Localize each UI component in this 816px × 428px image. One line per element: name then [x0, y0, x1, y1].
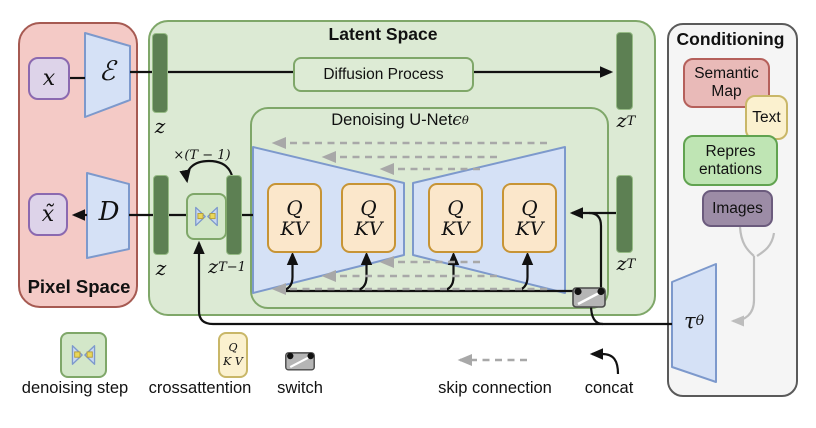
switch-legend-icon — [284, 347, 316, 373]
crossattention-block-1: Q KV — [267, 183, 322, 253]
kv-label: KV — [280, 217, 309, 240]
z-bar-bottom — [153, 175, 169, 255]
q-label: Q — [286, 195, 303, 220]
latent-space-title: Latent Space — [328, 24, 438, 44]
kv-label: KV — [354, 217, 383, 240]
zTminus1-bar — [226, 175, 242, 255]
zT-right-sub: T — [626, 256, 636, 272]
bowtie-icon — [195, 206, 218, 227]
z-label-bottom: z — [155, 256, 167, 280]
legend-concat: concat — [584, 379, 634, 397]
legend-q: Q — [228, 341, 238, 355]
zT-bar-right — [616, 175, 633, 253]
input-x-box: x — [28, 57, 70, 100]
kv-label: KV — [515, 217, 544, 240]
concat-legend-arrow — [589, 348, 620, 375]
text-box: Text — [745, 95, 788, 140]
crossattention-block-2: Q KV — [341, 183, 396, 253]
denoising-step-legend-icon — [60, 332, 107, 378]
representations-box: Repres entations — [683, 135, 778, 186]
legend-kv: K V — [223, 355, 243, 368]
output-xtilde-box: x̃ — [28, 193, 68, 236]
crossattention-block-4: Q KV — [502, 183, 557, 253]
unet-title-text: Denoising U-Net — [331, 110, 453, 129]
zTminus1-base: z — [208, 256, 219, 278]
representations-line1: Repres — [705, 142, 756, 160]
pixel-space-title: Pixel Space — [27, 276, 131, 297]
zT-bar-top — [616, 32, 633, 110]
diffusion-process-box: Diffusion Process — [293, 57, 474, 92]
conditioning-title: Conditioning — [676, 29, 785, 49]
legend-denoising-step: denoising step — [21, 379, 129, 397]
tau-sub: θ — [695, 313, 705, 329]
representations-line2: entations — [699, 160, 762, 178]
loop-count-label: ×(T − 1) — [173, 148, 231, 163]
denoising-step-icon — [186, 193, 227, 240]
q-label: Q — [521, 195, 538, 220]
q-label: Q — [360, 195, 377, 220]
unet-epsilon-sub: θ — [461, 113, 469, 127]
zT-right-base: z — [616, 253, 627, 275]
encoder-label: ℰ — [98, 56, 116, 87]
crossattention-block-3: Q KV — [428, 183, 483, 253]
q-label: Q — [447, 195, 464, 220]
zT-top-sub: T — [626, 113, 636, 129]
bowtie-icon — [71, 345, 96, 365]
images-box: Images — [702, 190, 773, 227]
switch-icon — [571, 283, 607, 309]
z-label-top: z — [154, 114, 166, 138]
input-x-label: x — [42, 66, 56, 91]
kv-label: KV — [441, 217, 470, 240]
crossattention-legend-icon: Q K V — [218, 332, 248, 378]
z-bar-top — [152, 33, 168, 113]
zTminus1-sub: T−1 — [218, 259, 246, 275]
tau-base: τ — [683, 309, 696, 333]
decoder-label: D — [98, 197, 120, 227]
unet-epsilon: ϵ — [452, 110, 462, 130]
legend-switch: switch — [277, 379, 323, 397]
legend-skip-connection: skip connection — [438, 379, 552, 397]
zT-top-base: z — [616, 110, 627, 132]
output-xtilde-label: x̃ — [41, 202, 55, 227]
legend-crossattention: crossattention — [148, 379, 252, 397]
